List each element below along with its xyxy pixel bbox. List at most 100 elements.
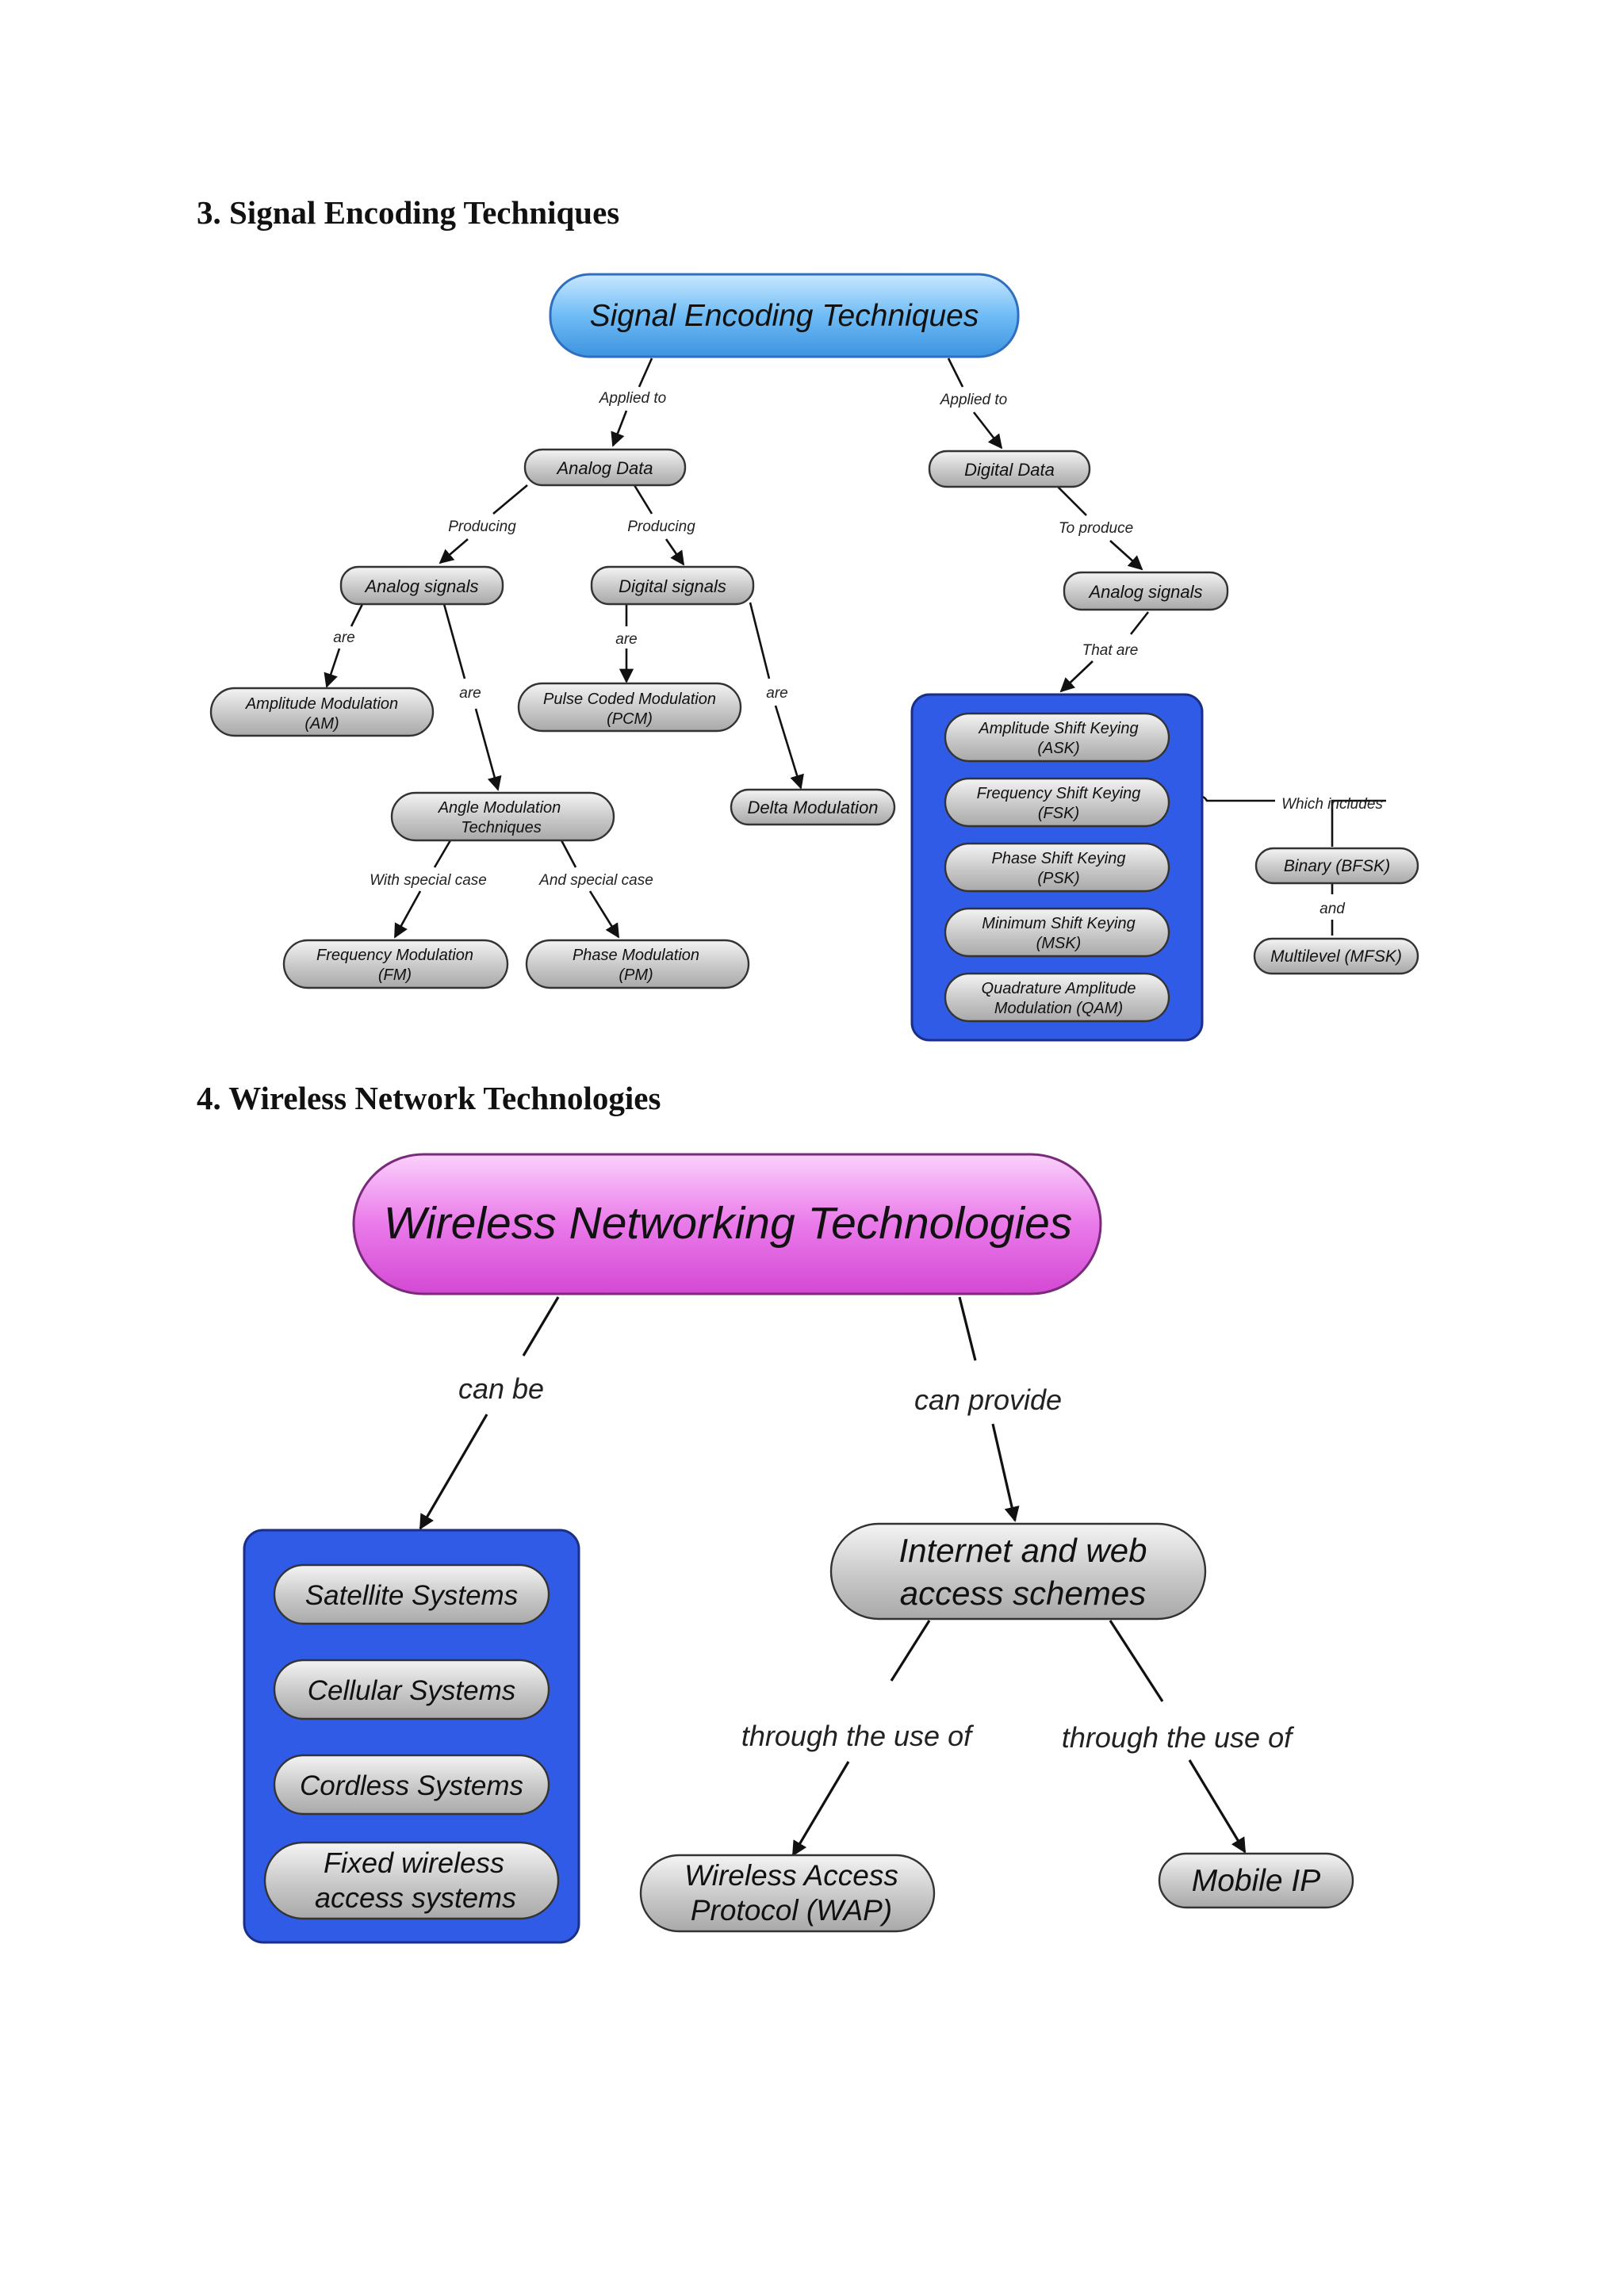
node-qam: Quadrature Amplitude Modulation (QAM): [944, 972, 1170, 1023]
edge-root2-can-be: [522, 1296, 560, 1357]
node-delta-label: Delta Modulation: [747, 798, 878, 817]
node-qam-line1: Quadrature Amplitude: [982, 980, 1136, 997]
label-are-delta: are: [766, 685, 787, 702]
edge-which-includes-to-bfsk: [1331, 799, 1386, 847]
node-mobile-ip-label: Mobile IP: [1192, 1864, 1321, 1898]
node-angle-modulation: Angle Modulation Techniques: [390, 791, 615, 842]
node-internet-line2: access schemes: [900, 1575, 1146, 1612]
edge-internet-through-right: [1109, 1620, 1164, 1702]
edge-applied-to-digital-data: [972, 411, 1003, 450]
label-with-special-case: With special case: [370, 872, 487, 889]
node-delta-modulation: Delta Modulation: [730, 788, 896, 826]
node-msk-line2: (MSK): [1036, 935, 1082, 952]
label-applied-to-right: Applied to: [940, 392, 1008, 408]
node-mfsk-label: Multilevel (MFSK): [1270, 947, 1402, 966]
node-internet-line1: Internet and web: [899, 1532, 1147, 1569]
node-angle-line1: Angle Modulation: [438, 799, 561, 817]
node-fixed-line1: Fixed wireless: [324, 1846, 504, 1879]
node-analog-signals-right-label: Analog signals: [1087, 582, 1202, 602]
edge-producing-to-digital-signals: [665, 538, 685, 566]
edge-analog-signals-are-am: [350, 603, 364, 627]
node-psk: Phase Shift Keying (PSK): [944, 842, 1170, 893]
node-fsk-line1: Frequency Shift Keying: [977, 785, 1141, 802]
edge-root-to-applied-left: [638, 358, 653, 388]
node-ask: Amplitude Shift Keying (ASK): [944, 712, 1170, 763]
diagram1-edge-labels: Applied to Applied to Producing Producin…: [333, 390, 1383, 917]
edge-digital-signals-are-delta: [749, 602, 771, 679]
node-ask-line1: Amplitude Shift Keying: [978, 720, 1138, 737]
label-applied-to-left: Applied to: [599, 390, 667, 407]
edge-are-to-am: [324, 648, 341, 688]
node-cellular-label: Cellular Systems: [308, 1675, 516, 1706]
label-can-be: can be: [458, 1372, 544, 1405]
edge-angle-and-special: [560, 840, 577, 868]
node-qam-line2: Modulation (QAM): [994, 1000, 1123, 1017]
edge-applied-to-analog-data: [611, 410, 628, 447]
edge-analog-signals-that-are: [1129, 611, 1150, 635]
node-pulse-coded-modulation: Pulse Coded Modulation (PCM): [517, 682, 742, 733]
node-fsk: Frequency Shift Keying (FSK): [944, 777, 1170, 828]
node-cordless-label: Cordless Systems: [300, 1770, 523, 1801]
section-heading-signal-encoding: 3. Signal Encoding Techniques: [197, 194, 620, 231]
node-fixed-wireless: Fixed wireless access systems: [263, 1841, 560, 1920]
node-wap-line1: Wireless Access: [684, 1859, 898, 1892]
node-signal-encoding-root: Signal Encoding Techniques: [549, 273, 1020, 358]
node-wireless-root: Wireless Networking Technologies: [352, 1153, 1102, 1295]
edge-root-to-applied-right: [947, 358, 964, 388]
edge-root2-can-provide: [958, 1296, 977, 1361]
node-wap-line2: Protocol (WAP): [691, 1894, 892, 1927]
edge-through-to-mobile-ip: [1188, 1759, 1247, 1854]
node-internet-access: Internet and web access schemes: [829, 1522, 1207, 1621]
node-digital-signals: Digital signals: [590, 565, 755, 606]
edge-analog-signals-are-angle: [442, 603, 466, 679]
node-psk-line1: Phase Shift Keying: [992, 850, 1126, 867]
node-frequency-modulation: Frequency Modulation (FM): [282, 939, 509, 989]
edge-internet-through-left: [890, 1620, 931, 1682]
node-pm-line1: Phase Modulation: [573, 947, 699, 964]
node-pcm-line1: Pulse Coded Modulation: [543, 691, 716, 708]
label-and-special-case: And special case: [538, 872, 653, 889]
node-cellular-systems: Cellular Systems: [273, 1659, 550, 1720]
node-digital-data: Digital Data: [928, 450, 1091, 488]
diagram2-edge-labels: can be can provide through the use of th…: [458, 1372, 1295, 1754]
edge-analog-data-producing-left: [492, 484, 528, 515]
edge-analog-data-producing-right: [633, 484, 653, 515]
node-pm-line2: (PM): [619, 966, 653, 984]
node-satellite-label: Satellite Systems: [305, 1580, 518, 1611]
label-are-angle: are: [459, 685, 481, 702]
edge-through-to-wap: [791, 1761, 850, 1857]
label-and: and: [1320, 901, 1346, 917]
edge-can-be-to-group: [419, 1414, 488, 1530]
edge-angle-with-special: [433, 840, 452, 868]
node-analog-data-label: Analog Data: [555, 458, 653, 478]
group-wireless-systems: Satellite Systems Cellular Systems Cordl…: [243, 1529, 580, 1944]
node-msk-line1: Minimum Shift Keying: [982, 915, 1135, 932]
diagram2-edges: [419, 1296, 1247, 1857]
node-phase-modulation: Phase Modulation (PM): [525, 939, 750, 989]
label-that-are: That are: [1082, 642, 1139, 659]
node-binary-bfsk: Binary (BFSK): [1254, 847, 1419, 885]
node-pcm-line2: (PCM): [607, 710, 653, 728]
edge-producing-to-analog-signals: [439, 538, 469, 564]
label-to-produce: To produce: [1059, 520, 1133, 537]
label-are-pcm: are: [615, 631, 637, 648]
group-keying-techniques: Amplitude Shift Keying (ASK) Frequency S…: [910, 693, 1204, 1042]
node-am-line1: Amplitude Modulation: [245, 695, 398, 713]
node-digital-signals-label: Digital signals: [619, 576, 726, 596]
node-bfsk-label: Binary (BFSK): [1284, 857, 1390, 875]
edge-to-produce-analog-signals: [1109, 540, 1143, 571]
edge-digital-data-to-produce: [1057, 486, 1087, 516]
node-wap: Wireless Access Protocol (WAP): [639, 1854, 936, 1933]
edge-are-to-delta: [774, 705, 804, 790]
node-angle-line2: Techniques: [461, 819, 542, 836]
node-ask-line2: (ASK): [1037, 740, 1079, 757]
label-which-includes: Which includes: [1281, 796, 1383, 813]
node-fm-line2: (FM): [378, 966, 412, 984]
node-satellite-systems: Satellite Systems: [273, 1563, 550, 1625]
node-cordless-systems: Cordless Systems: [273, 1754, 550, 1816]
node-digital-data-label: Digital Data: [964, 460, 1055, 480]
node-analog-signals-right: Analog signals: [1063, 571, 1229, 611]
section-heading-wireless-network: 4. Wireless Network Technologies: [197, 1080, 661, 1116]
node-multilevel-mfsk: Multilevel (MFSK): [1253, 937, 1419, 975]
edge-are-to-angle: [474, 708, 502, 791]
